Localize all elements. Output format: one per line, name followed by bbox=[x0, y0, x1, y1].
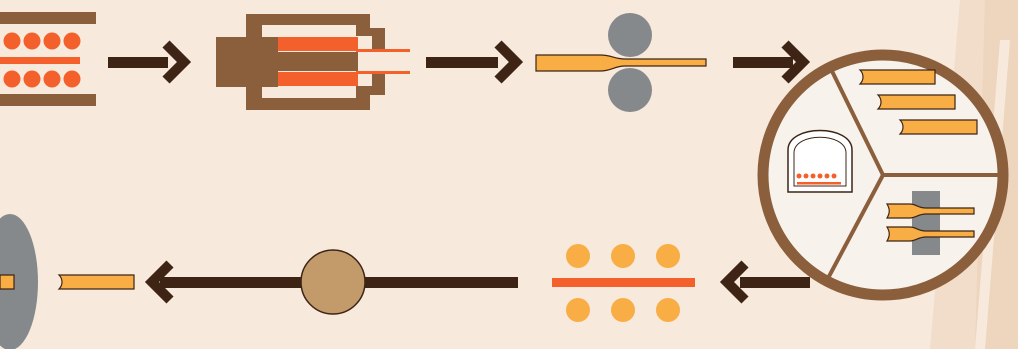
annealing-furnace-icon bbox=[787, 129, 853, 193]
extrusion-press-icon bbox=[216, 14, 410, 110]
arrow-right-icon bbox=[733, 40, 811, 84]
arrow-right-icon bbox=[108, 40, 192, 84]
gray-disc-rod-icon bbox=[0, 214, 135, 349]
orange-dots-bar-icon bbox=[552, 244, 695, 322]
billet-furnace-icon bbox=[0, 12, 96, 106]
tan-circle-icon bbox=[300, 249, 366, 315]
arrow-right-icon bbox=[426, 40, 524, 84]
three-way-circle-icon bbox=[757, 49, 1009, 301]
cut-rods-icon bbox=[858, 69, 978, 135]
rolling-mill-icon bbox=[535, 13, 707, 112]
arrow-left-icon bbox=[719, 260, 810, 304]
drawing-die-icon bbox=[885, 191, 975, 255]
